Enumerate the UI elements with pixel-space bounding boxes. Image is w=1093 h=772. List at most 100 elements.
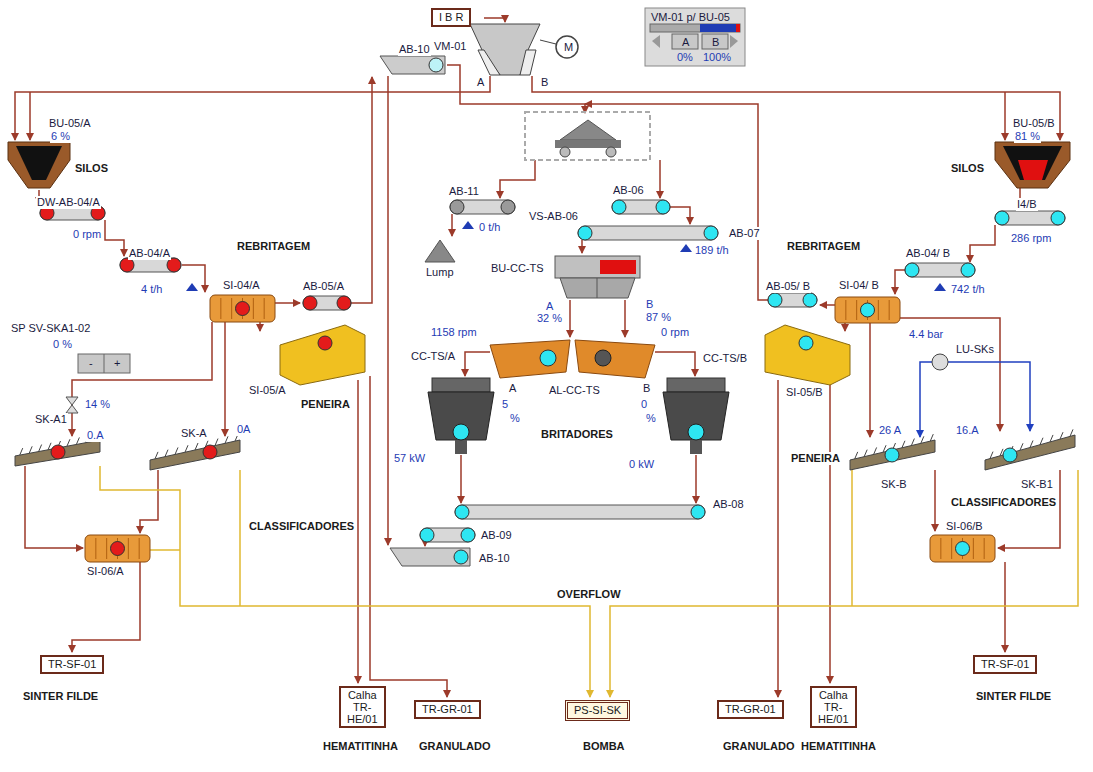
equipment-tag: SI-05/B [785, 386, 824, 399]
box-label: PS-SI-SK [574, 704, 621, 717]
equipment-tag: SI-06/B [945, 520, 984, 533]
process-value: 0 rpm [660, 326, 690, 339]
equipment-tag: I4/B [1016, 198, 1038, 211]
motor-status [885, 448, 899, 462]
belt-conveyor [450, 200, 515, 214]
destination-box: TR-GR-01 [414, 700, 481, 719]
stacker-vs-ab06 [525, 112, 650, 160]
flow-indicator [186, 221, 946, 291]
conveyor-pulley [768, 293, 782, 307]
belt-conveyor [303, 296, 351, 310]
destination-box: TR-SF-01 [973, 655, 1037, 674]
box-label: Calha TR-HE/01 [818, 689, 849, 725]
flow-line [569, 300, 571, 337]
flow-line [655, 352, 695, 376]
conveyor-pulley [337, 296, 351, 310]
section-heading: HEMATITINHA [322, 740, 399, 753]
process-value: 1158 rpm [430, 326, 478, 339]
equipment-tag: AB-06 [612, 184, 645, 197]
flow-line [25, 466, 83, 548]
process-value: 100% [702, 51, 732, 64]
process-value: 26 A [878, 424, 902, 437]
flow-line [424, 542, 426, 546]
motor-status [236, 302, 250, 316]
vibrating-screen [85, 535, 150, 562]
section-heading: BOMBA [582, 740, 626, 753]
equipment-tag: AB-04/A [128, 247, 171, 260]
equipment-tag: + [113, 357, 121, 370]
process-value: 81 % [1014, 130, 1041, 143]
section-heading: GRANULADO [722, 740, 796, 753]
process-value: 6 % [50, 130, 71, 143]
conveyor-pulley [691, 505, 705, 519]
flow-line [239, 470, 241, 606]
process-value: 0 % [52, 338, 73, 351]
process-value: B [645, 298, 654, 311]
flow-line [869, 323, 871, 437]
flow-line [182, 265, 205, 292]
box-label: Calha TR-HE/01 [347, 689, 378, 725]
process-value: % [509, 412, 521, 425]
conveyor-pulley [303, 296, 317, 310]
section-heading: CLASSIFICADORES [248, 520, 355, 533]
conveyor-pulley [455, 505, 469, 519]
flow-line [275, 302, 300, 304]
destination-box: Calha TR-HE/01 [810, 686, 857, 728]
process-value: 5 [501, 398, 509, 411]
flow-line [610, 470, 1078, 697]
flow-line [895, 270, 905, 294]
conveyor-pulley [803, 293, 817, 307]
flow-line [948, 362, 1030, 431]
section-heading: SINTER FILDE [975, 690, 1052, 703]
equipment-tag: SI-05/A [248, 384, 287, 397]
process-value: 0 rpm [72, 228, 102, 241]
lump-pile [425, 240, 455, 262]
equipment-tag: AB-10 [478, 552, 511, 565]
flow-line [451, 214, 453, 236]
equipment-tag: AB-11 [448, 185, 480, 198]
motor-status [203, 445, 217, 459]
flow-line [484, 18, 505, 22]
spiral-classifier [150, 440, 240, 470]
equipment-tag: AB-07 [728, 227, 761, 240]
flow-line [829, 380, 831, 683]
equipment-tag: SI-04/ B [838, 279, 880, 292]
equipment-tag: M [563, 41, 574, 54]
flow-line [895, 318, 1000, 431]
spiral-classifier [15, 440, 100, 466]
flow-line [585, 104, 768, 300]
process-value: 57 kW [393, 452, 426, 465]
process-value: 0.A [86, 429, 105, 442]
equipment-tag: SK-B1 [1020, 478, 1054, 491]
flow-line [460, 455, 462, 503]
motor-status [111, 542, 125, 556]
process-value: 14 % [84, 398, 111, 411]
section-heading: PENEIRA [300, 398, 351, 411]
belt-conveyor [995, 211, 1065, 225]
flow-line [72, 322, 212, 436]
flow-line [1004, 92, 1006, 140]
flow-line [357, 380, 359, 683]
equipment-tag: AB-05/ B [765, 280, 811, 293]
section-heading: CLASSIFICADORES [950, 496, 1057, 509]
conveyor-pulley [167, 258, 181, 272]
equipment-tag: Lump [425, 266, 455, 279]
vibrating-feeder [490, 340, 655, 378]
section-heading: REBRITAGEM [786, 240, 861, 253]
flow-line [500, 160, 535, 198]
equipment-tag: B [711, 36, 720, 49]
box-label: TR-SF-01 [48, 658, 96, 671]
destination-box: Calha TR-HE/01 [339, 686, 386, 728]
conveyor-pulley [995, 211, 1009, 225]
flow-line [670, 207, 690, 224]
flow-line [465, 352, 490, 376]
equipment-tag: A [508, 382, 517, 395]
equipment-tag: CC-TS/B [702, 352, 748, 365]
silo [8, 142, 1070, 188]
process-value: 87 % [645, 311, 672, 324]
destination-box: TR-GR-01 [717, 700, 784, 719]
setpoint-widget [78, 354, 130, 373]
equipment-tag: LU-SKs [955, 343, 995, 356]
flow-line [624, 300, 626, 337]
flow-line [100, 466, 590, 697]
